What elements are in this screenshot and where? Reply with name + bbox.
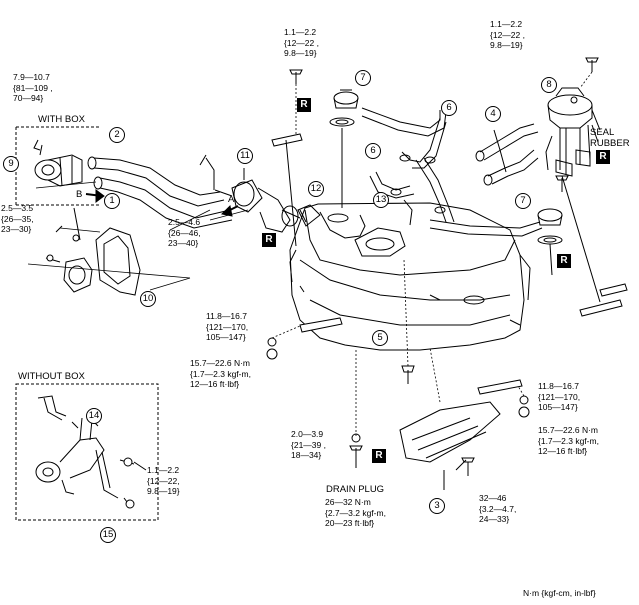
torque-spec-box-bolts: 2.5—3.5 {26—35, 23—30}: [1, 203, 34, 234]
filler-hose-joint: [214, 168, 321, 233]
with-box-caption: WITH BOX: [38, 114, 85, 125]
callout-2: 2: [109, 127, 125, 143]
torque-spec-filler-neck: 7.9—10.7 {81—109 , 70—94}: [13, 72, 53, 103]
callout-6-lower: 6: [365, 143, 381, 159]
torque-spec-strap-left: 11.8—16.7 {121—170, 105—147}: [206, 311, 249, 342]
torque-spec-skid-plate: 32—46 {3.2—4.7, 24—33}: [479, 493, 517, 524]
without-box-frame: [15, 383, 159, 521]
r-mark-seal-rubber: R: [596, 150, 610, 164]
r-mark-hose-joint: R: [262, 233, 276, 247]
r-mark-right-cap: R: [557, 254, 571, 268]
torque-spec-top-center: 1.1—2.2 {12—22 , 9.8—19}: [284, 27, 319, 58]
callout-13: 13: [373, 192, 389, 208]
callout-3: 3: [429, 498, 445, 514]
callout-5: 5: [372, 330, 388, 346]
r-mark-top-center: R: [297, 98, 311, 112]
torque-spec-drain-plug: 26—32 N·m {2.7—3.2 kgf-m, 20—23 ft·lbf}: [325, 497, 386, 528]
filler-box: [45, 207, 141, 296]
hoses-4: [475, 123, 539, 186]
callout-7-upper: 7: [355, 70, 371, 86]
torque-spec-nut-right: 15.7—22.6 N·m {1.7—2.3 kgf-m, 12—16 ft·l…: [538, 425, 599, 456]
torque-spec-without-box: 1.1—2.2 {12—22, 9.8—19}: [147, 465, 180, 496]
tank-brackets: [271, 133, 628, 395]
seal-rubber-caption: SEAL RUBBER: [590, 127, 630, 149]
callout-9: 9: [3, 156, 19, 172]
arrows: [85, 189, 239, 217]
gauge-caps: [329, 89, 563, 276]
torque-spec-top-right: 1.1—2.2 {12—22 , 9.8—19}: [490, 19, 525, 50]
filler-neck-assembly: [33, 139, 83, 187]
callout-11: 11: [237, 148, 253, 164]
arrow-b-label: B: [76, 189, 83, 200]
fuel-pump-unit: [545, 87, 601, 177]
torque-spec-nut-left: 15.7—22.6 N·m {1.7—2.3 kgf-m, 12—16 ft·l…: [190, 358, 251, 389]
fuel-tank: [289, 202, 531, 351]
fasteners: [266, 57, 599, 476]
r-mark-drain-plug: R: [372, 449, 386, 463]
leader-lines-left: [27, 181, 249, 291]
units-note: N·m {kgf-cm, in-lbf}: [523, 588, 596, 598]
callout-8: 8: [541, 77, 557, 93]
torque-spec-strap-right: 11.8—16.7 {121—170, 105—147}: [538, 381, 581, 412]
callout-14: 14: [86, 408, 102, 424]
callout-12: 12: [308, 181, 324, 197]
callout-15: 15: [100, 527, 116, 543]
callout-4: 4: [485, 106, 501, 122]
dashed-leaders: [271, 71, 593, 436]
callout-10: 10: [140, 291, 156, 307]
torque-spec-center-bolt: 2.0—3.9 {21—39 , 18—34}: [291, 429, 326, 460]
skid-plate: [399, 401, 501, 490]
drain-plug-caption: DRAIN PLUG: [326, 484, 385, 495]
callout-6-upper: 6: [441, 100, 457, 116]
arrow-a-label: A: [228, 194, 235, 205]
filler-pipes: [87, 154, 233, 229]
without-box-caption: WITHOUT BOX: [18, 371, 85, 382]
torque-spec-hose-clamp: 2.5—4.6 {26—46, 23—40}: [168, 217, 201, 248]
callout-1: 1: [104, 193, 120, 209]
without-box-assembly: [35, 395, 147, 509]
callout-7-lower: 7: [515, 193, 531, 209]
